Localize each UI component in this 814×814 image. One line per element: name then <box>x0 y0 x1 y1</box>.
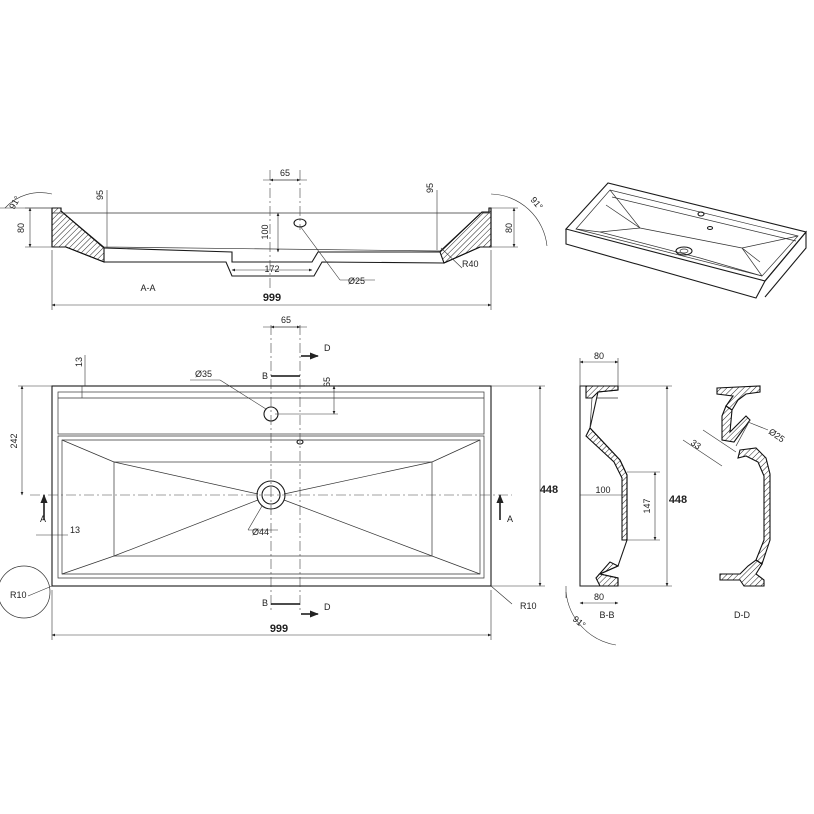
angle-arc-bb <box>565 591 617 646</box>
angle-arc-right <box>490 193 548 247</box>
section-aa-left-wall <box>51 207 105 263</box>
dim-65-aa: 65 <box>280 168 290 178</box>
iso-tap-hole <box>697 211 705 217</box>
dim-95-right: 95 <box>425 183 435 193</box>
dim-100-bb: 100 <box>595 485 610 495</box>
section-dd-top-flange <box>716 385 761 411</box>
label-d-top: D <box>324 343 331 353</box>
radius-10-right: R10 <box>520 601 537 611</box>
iso-bowl-floor <box>605 204 761 263</box>
leader-d44 <box>247 505 263 531</box>
top-bowl-corner-bl <box>61 555 115 575</box>
iso-bowl-edge-3 <box>599 227 641 233</box>
label-b-bottom: B <box>262 598 268 608</box>
iso-overflow-hole <box>706 225 714 231</box>
angle-91-bb: 91° <box>571 614 588 631</box>
dim-65-vertical: 65 <box>322 377 332 387</box>
leader-d35 <box>219 379 267 410</box>
top-bowl-floor <box>113 461 433 557</box>
angle-91-right: 91° <box>528 195 545 212</box>
leader-d25-dd <box>747 421 769 431</box>
dim-33: 33 <box>689 437 703 451</box>
top-bowl-corner-tl <box>61 439 115 463</box>
leader-r40 <box>440 247 463 269</box>
ext-33-a <box>702 429 737 453</box>
section-aa-label: A-A <box>140 283 155 293</box>
top-outer-outline <box>51 385 492 587</box>
radius-40: R40 <box>462 259 479 269</box>
section-bb-inner-line <box>589 397 593 429</box>
dim-13-top: 13 <box>74 357 84 367</box>
angle-91-left: 91° <box>7 194 23 211</box>
top-bowl-corner-br <box>431 555 481 575</box>
iso-bowl-edge-1 <box>609 189 641 229</box>
section-bb-label: B-B <box>599 610 614 620</box>
label-a-right: A <box>507 514 513 524</box>
iso-right-side <box>764 230 807 298</box>
isometric-view <box>564 182 807 299</box>
dim-95-left: 95 <box>95 190 105 200</box>
slope-line-2 <box>283 461 433 495</box>
top-view: 65 B D B D A A 13 13 242 65 Ø35 <box>0 315 558 640</box>
radius-10-left: R10 <box>10 590 27 600</box>
section-dd-bottom-flange <box>719 559 765 587</box>
dim-80-bb-bottom: 80 <box>594 592 604 602</box>
leader-r10-left <box>27 585 53 597</box>
section-dd-upper-wall <box>721 405 751 443</box>
dim-65-top: 65 <box>281 315 291 325</box>
label-d-bottom: D <box>324 602 331 612</box>
slope-line-4 <box>283 499 433 557</box>
iso-shelf-line <box>611 196 797 242</box>
dim-80-bb-top: 80 <box>594 351 604 361</box>
top-bowl-outer <box>57 435 485 579</box>
diameter-35: Ø35 <box>195 369 212 379</box>
section-aa-tap-hole <box>293 218 307 228</box>
dim-13-left: 13 <box>70 525 80 535</box>
dim-448-top: 448 <box>540 484 558 496</box>
iso-bowl-edge-4 <box>741 247 763 277</box>
leader-d25-aa <box>299 225 341 281</box>
slope-line-1 <box>113 461 259 495</box>
section-aa-inner-line <box>60 210 483 252</box>
diameter-44: Ø44 <box>252 527 269 537</box>
section-bb-wall-bot <box>595 561 620 587</box>
dim-100-aa: 100 <box>260 224 270 239</box>
section-dd-view: 33 Ø25 D-D <box>682 385 787 620</box>
label-b-top: B <box>262 371 268 381</box>
detail-circle-r10 <box>0 565 51 619</box>
section-bb-wall-top <box>585 385 619 399</box>
iso-front-side <box>565 229 766 299</box>
iso-drain-inner <box>679 248 689 254</box>
iso-drain <box>675 246 693 256</box>
diameter-25-aa: Ø25 <box>348 276 365 286</box>
slope-line-3 <box>113 499 259 557</box>
section-dd-label: D-D <box>734 610 750 620</box>
dim-147: 147 <box>642 498 652 513</box>
dim-999-top: 999 <box>270 623 288 635</box>
iso-bowl-front <box>575 228 763 277</box>
dim-448-bb: 448 <box>669 494 687 506</box>
dim-999-aa: 999 <box>263 292 281 304</box>
section-bb-wall-mid <box>585 427 628 541</box>
diameter-25-dd: Ø25 <box>767 426 787 444</box>
label-a-left: A <box>40 514 46 524</box>
angle-arc-left <box>4 192 53 209</box>
dim-80-right: 80 <box>504 223 514 233</box>
section-aa-view: 65 100 172 Ø25 95 95 80 80 91° 91° R40 <box>0 168 548 310</box>
section-dd-hole-axis <box>735 419 751 447</box>
dim-172: 172 <box>264 264 279 274</box>
top-drain-inner <box>261 485 281 505</box>
section-dd-lower-wall <box>737 447 771 565</box>
top-bowl-corner-tr <box>431 439 481 463</box>
iso-bowl-edge-2 <box>741 235 799 249</box>
dim-242: 242 <box>9 433 19 448</box>
section-bb-view: 80 80 B-B 100 147 448 91° <box>565 351 687 646</box>
leader-r10-right <box>490 585 513 605</box>
section-aa-right-wall <box>439 207 492 264</box>
dim-80-left: 80 <box>16 223 26 233</box>
dim-line-33 <box>682 439 723 467</box>
